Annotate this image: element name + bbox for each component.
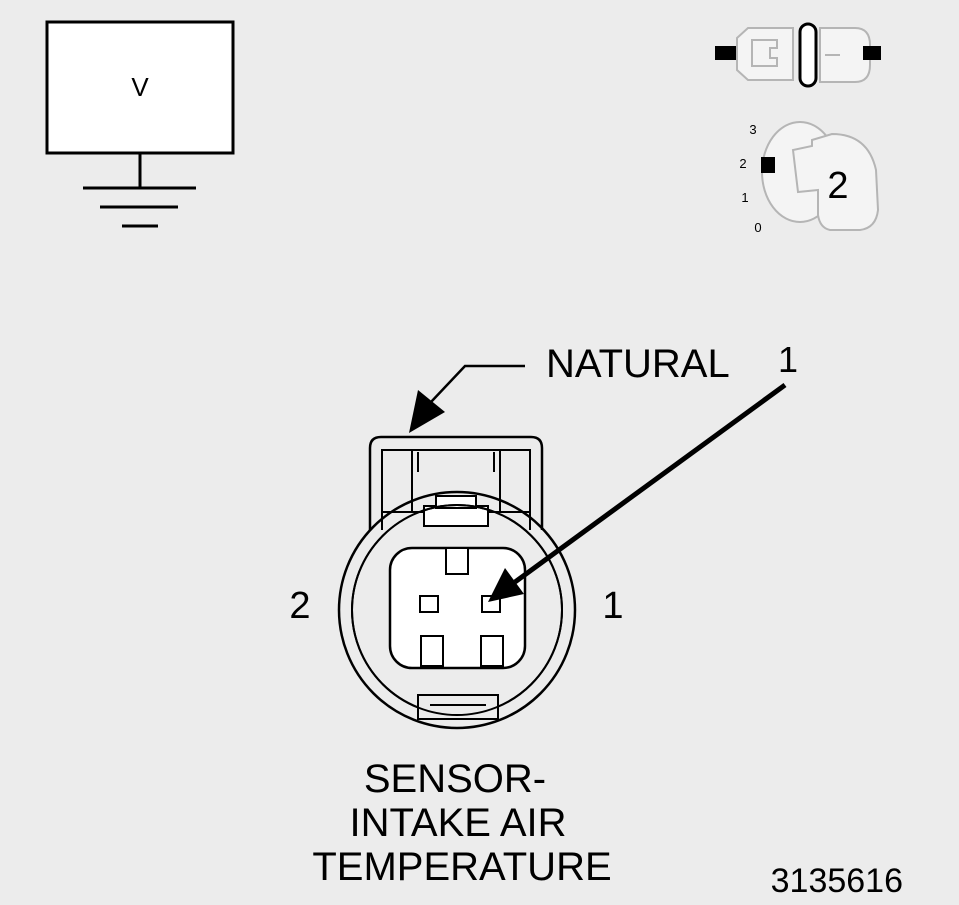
connector-latch-outline bbox=[368, 435, 544, 530]
terminal-connector-icon bbox=[715, 22, 881, 88]
callout-leader-line bbox=[430, 364, 525, 403]
figure-id: 3135616 bbox=[771, 862, 903, 900]
key-position-icon: 3 2 1 0 2 bbox=[739, 121, 880, 235]
position-mark-3: 3 bbox=[749, 122, 756, 137]
color-callout: NATURAL bbox=[409, 342, 730, 433]
component-name-line-1: SENSOR- bbox=[364, 757, 546, 801]
connector-outer-ring bbox=[337, 490, 577, 730]
component-name-line-3: TEMPERATURE bbox=[312, 845, 611, 889]
position-mark-2: 2 bbox=[739, 156, 746, 171]
pin-2-terminal bbox=[419, 595, 439, 613]
voltmeter-symbol: V bbox=[45, 20, 235, 228]
pin-callout-line bbox=[513, 382, 787, 585]
callout-color-label: NATURAL bbox=[546, 342, 730, 386]
position-value: 2 bbox=[827, 165, 848, 207]
voltmeter-label: V bbox=[131, 72, 149, 102]
key-head bbox=[791, 132, 880, 231]
pin-left-label: 2 bbox=[289, 585, 310, 627]
voltmeter-box bbox=[45, 20, 235, 155]
connector-face bbox=[337, 435, 577, 730]
position-mark-1: 1 bbox=[741, 190, 748, 205]
pin-callout-arrowhead bbox=[488, 568, 524, 602]
callout-arrowhead bbox=[409, 390, 445, 433]
component-name-line-2: INTAKE AIR bbox=[349, 801, 566, 845]
pin-right-label: 1 bbox=[602, 585, 623, 627]
position-mark-0: 0 bbox=[754, 220, 761, 235]
position-indicator bbox=[761, 157, 775, 173]
pin-callout: 1 bbox=[488, 339, 798, 602]
lower-right-slot bbox=[480, 635, 504, 667]
connector-key-slot bbox=[445, 547, 469, 575]
component-name: SENSOR- INTAKE AIR TEMPERATURE bbox=[312, 757, 611, 889]
lower-left-slot bbox=[420, 635, 444, 667]
callout-pin-label: 1 bbox=[778, 339, 798, 380]
